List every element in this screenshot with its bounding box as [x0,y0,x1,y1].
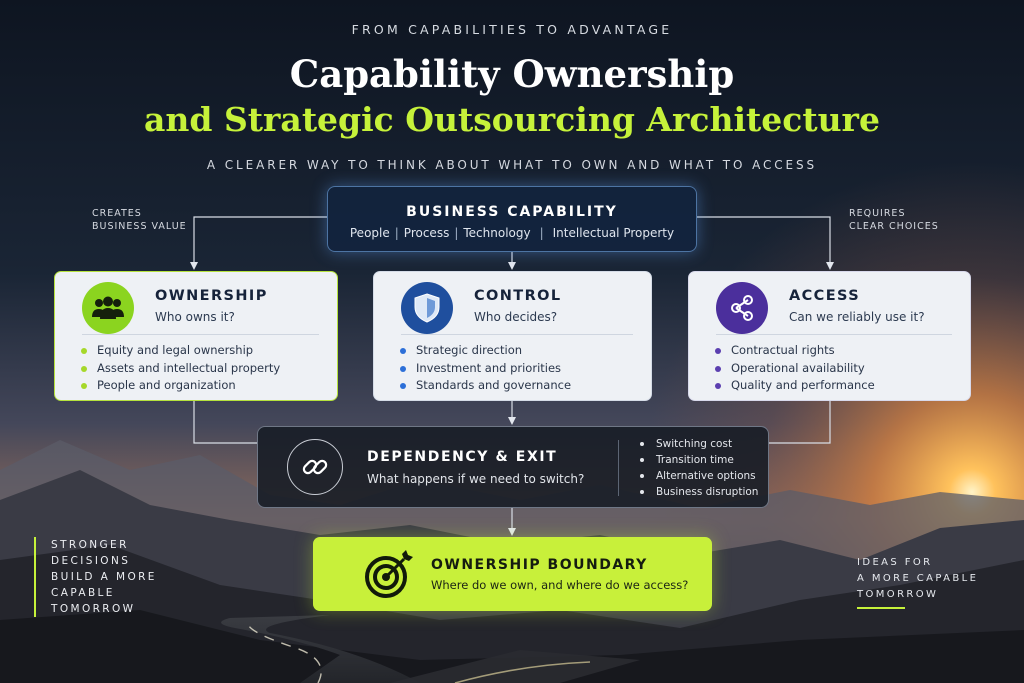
list-item: Strategic direction [398,342,571,360]
capability-item: Technology [463,226,531,240]
side-note-right-line: REQUIRES [849,208,906,219]
quote-line: TOMORROW [51,603,136,615]
side-note-left-line: CREATES [92,208,142,219]
side-note-left: CREATES BUSINESS VALUE [92,207,187,233]
list-item: Business disruption [634,484,758,500]
kicker-text: FROM CAPABILITIES TO ADVANTAGE [351,22,673,37]
closing-quote: STRONGER DECISIONS BUILD A MORE CAPABLE … [34,537,157,617]
side-note-right-line: CLEAR CHOICES [849,221,939,232]
list-item: Assets and intellectual property [79,360,280,378]
ideas-tagline: IDEAS FOR A MORE CAPABLE TOMORROW [857,555,978,603]
quote-line: STRONGER [51,539,129,551]
ownership-boundary-box: OWNERSHIP BOUNDARY Where do we own, and … [313,537,712,611]
target-arrow-icon [365,550,413,598]
ideas-line: TOMORROW [857,589,939,600]
list-item: People and organization [79,377,280,395]
capability-item: Process [403,226,450,240]
list-item: Quality and performance [713,377,875,395]
list-item: Investment and priorities [398,360,571,378]
control-card: CONTROL Who decides? Strategic direction… [373,271,652,401]
ownership-question: Who owns it? [155,310,235,324]
ideas-line: IDEAS FOR [857,557,933,568]
boundary-question: Where do we own, and where do we access? [431,578,689,592]
page-subtitle: A CLEARER WAY TO THINK ABOUT WHAT TO OWN… [206,158,818,172]
access-question: Can we reliably use it? [789,310,925,324]
ownership-title: OWNERSHIP [155,288,268,304]
side-note-left-line: BUSINESS VALUE [92,221,187,232]
business-capability-items: People|Process|Technology|Intellectual P… [349,226,675,240]
dependency-title: DEPENDENCY & EXIT [367,449,558,465]
share-nodes-icon [716,282,768,334]
dependency-question: What happens if we need to switch? [367,472,585,486]
business-capability-title: BUSINESS CAPABILITY [406,204,618,220]
dependency-exit-box: DEPENDENCY & EXIT What happens if we nee… [257,426,769,508]
dependency-bullets: Switching cost Transition time Alternati… [634,436,758,500]
access-card: ACCESS Can we reliably use it? Contractu… [688,271,971,401]
ownership-bullets: Equity and legal ownership Assets and in… [79,342,280,395]
business-capability-box: BUSINESS CAPABILITY People|Process|Techn… [327,186,697,252]
list-item: Alternative options [634,468,758,484]
control-title: CONTROL [474,288,562,304]
people-group-icon [82,282,134,334]
ideas-line: A MORE CAPABLE [857,573,979,584]
list-item: Equity and legal ownership [79,342,280,360]
ideas-accent-bar [857,607,905,609]
quote-line: CAPABLE [51,587,115,599]
list-item: Operational availability [713,360,875,378]
control-bullets: Strategic direction Investment and prior… [398,342,571,395]
ownership-card: OWNERSHIP Who owns it? Equity and legal … [54,271,338,401]
shield-icon [401,282,453,334]
side-note-right: REQUIRES CLEAR CHOICES [849,207,939,233]
control-question: Who decides? [474,310,558,324]
quote-line: DECISIONS [51,555,131,567]
chain-link-icon [287,439,343,495]
boundary-title: OWNERSHIP BOUNDARY [431,557,648,573]
list-item: Transition time [634,452,758,468]
access-title: ACCESS [789,288,861,304]
page-title-line1: Capability Ownership [289,52,735,96]
list-item: Standards and governance [398,377,571,395]
list-item: Switching cost [634,436,758,452]
capability-item: People [349,226,390,240]
capability-item: Intellectual Property [552,226,675,240]
page-title-line2: and Strategic Outsourcing Architecture [144,100,880,139]
list-item: Contractual rights [713,342,875,360]
quote-line: BUILD A MORE [51,571,157,583]
access-bullets: Contractual rights Operational availabil… [713,342,875,395]
